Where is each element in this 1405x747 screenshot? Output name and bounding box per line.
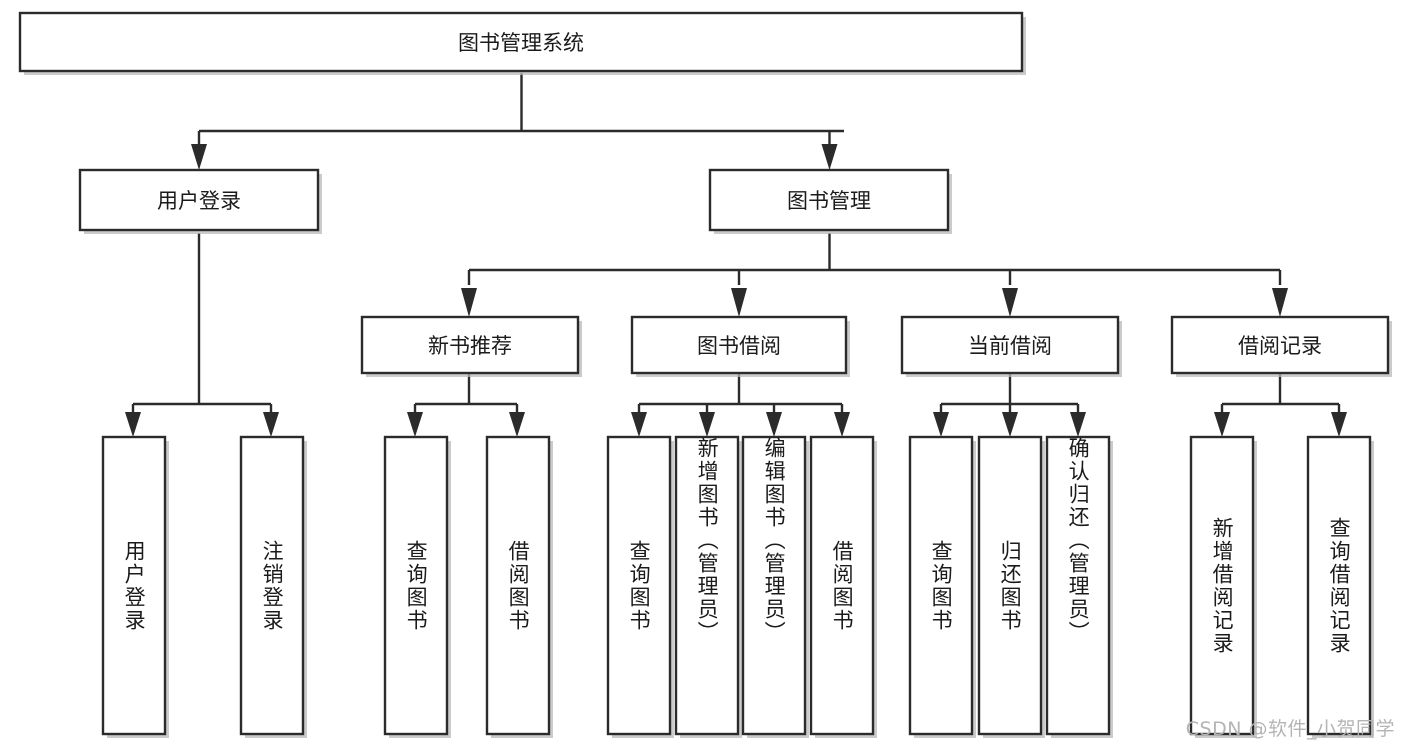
arrow-borrow-l4 bbox=[834, 412, 850, 437]
node-box-leaf-borrow-book-2[interactable] bbox=[809, 435, 875, 736]
watermark-text: CSDN @软件_小贺同学 bbox=[1185, 718, 1395, 740]
node-box-leaf-return-book[interactable] bbox=[977, 435, 1043, 736]
node-box-leaf-user-login[interactable] bbox=[101, 435, 167, 736]
node-box-leaf-query-book-3[interactable] bbox=[908, 435, 974, 736]
node-box-book-management[interactable] bbox=[708, 168, 950, 232]
node-box-leaf-add-record[interactable] bbox=[1189, 435, 1255, 736]
arrow-borrow-l3 bbox=[766, 412, 782, 437]
arrow-root-to-bookmgmt bbox=[821, 144, 838, 170]
arrow-borrow-l1 bbox=[631, 412, 647, 437]
arrow-bookmgmt-current bbox=[1002, 288, 1018, 317]
arrow-current-l3 bbox=[1070, 412, 1086, 437]
node-box-book-borrow[interactable] bbox=[630, 315, 848, 375]
arrow-root-to-login bbox=[191, 144, 207, 170]
connector-group bbox=[125, 73, 1347, 437]
arrow-borrow-l2 bbox=[699, 412, 715, 437]
node-box-leaf-borrow-book-1[interactable] bbox=[485, 435, 551, 736]
node-box-group bbox=[18, 11, 1392, 738]
arrow-login-leaf1 bbox=[125, 412, 141, 437]
arrow-records-l2 bbox=[1331, 412, 1347, 437]
node-box-current-borrow[interactable] bbox=[900, 315, 1120, 375]
arrow-bookmgmt-newbook bbox=[461, 288, 477, 317]
arrow-current-l1 bbox=[933, 412, 949, 437]
node-box-leaf-logout[interactable] bbox=[239, 435, 305, 736]
arrow-newbook-l1 bbox=[407, 412, 423, 437]
arrow-current-l2 bbox=[1002, 412, 1018, 437]
node-box-leaf-add-book[interactable] bbox=[674, 435, 740, 736]
node-box-leaf-edit-book[interactable] bbox=[741, 435, 807, 736]
arrow-login-leaf2 bbox=[263, 412, 279, 437]
node-box-leaf-query-book-1[interactable] bbox=[383, 435, 449, 736]
node-box-user-login[interactable] bbox=[78, 168, 320, 232]
node-box-root[interactable] bbox=[18, 11, 1024, 73]
arrow-bookmgmt-borrow bbox=[731, 288, 747, 317]
node-box-leaf-confirm-return[interactable] bbox=[1045, 435, 1111, 736]
node-box-borrow-records[interactable] bbox=[1170, 315, 1390, 375]
node-box-leaf-query-record[interactable] bbox=[1306, 435, 1372, 736]
arrow-bookmgmt-records bbox=[1272, 288, 1288, 317]
node-box-new-book-recommend[interactable] bbox=[360, 315, 580, 375]
node-box-leaf-query-book-2[interactable] bbox=[606, 435, 672, 736]
arrow-newbook-l2 bbox=[509, 412, 525, 437]
arrow-records-l1 bbox=[1214, 412, 1230, 437]
